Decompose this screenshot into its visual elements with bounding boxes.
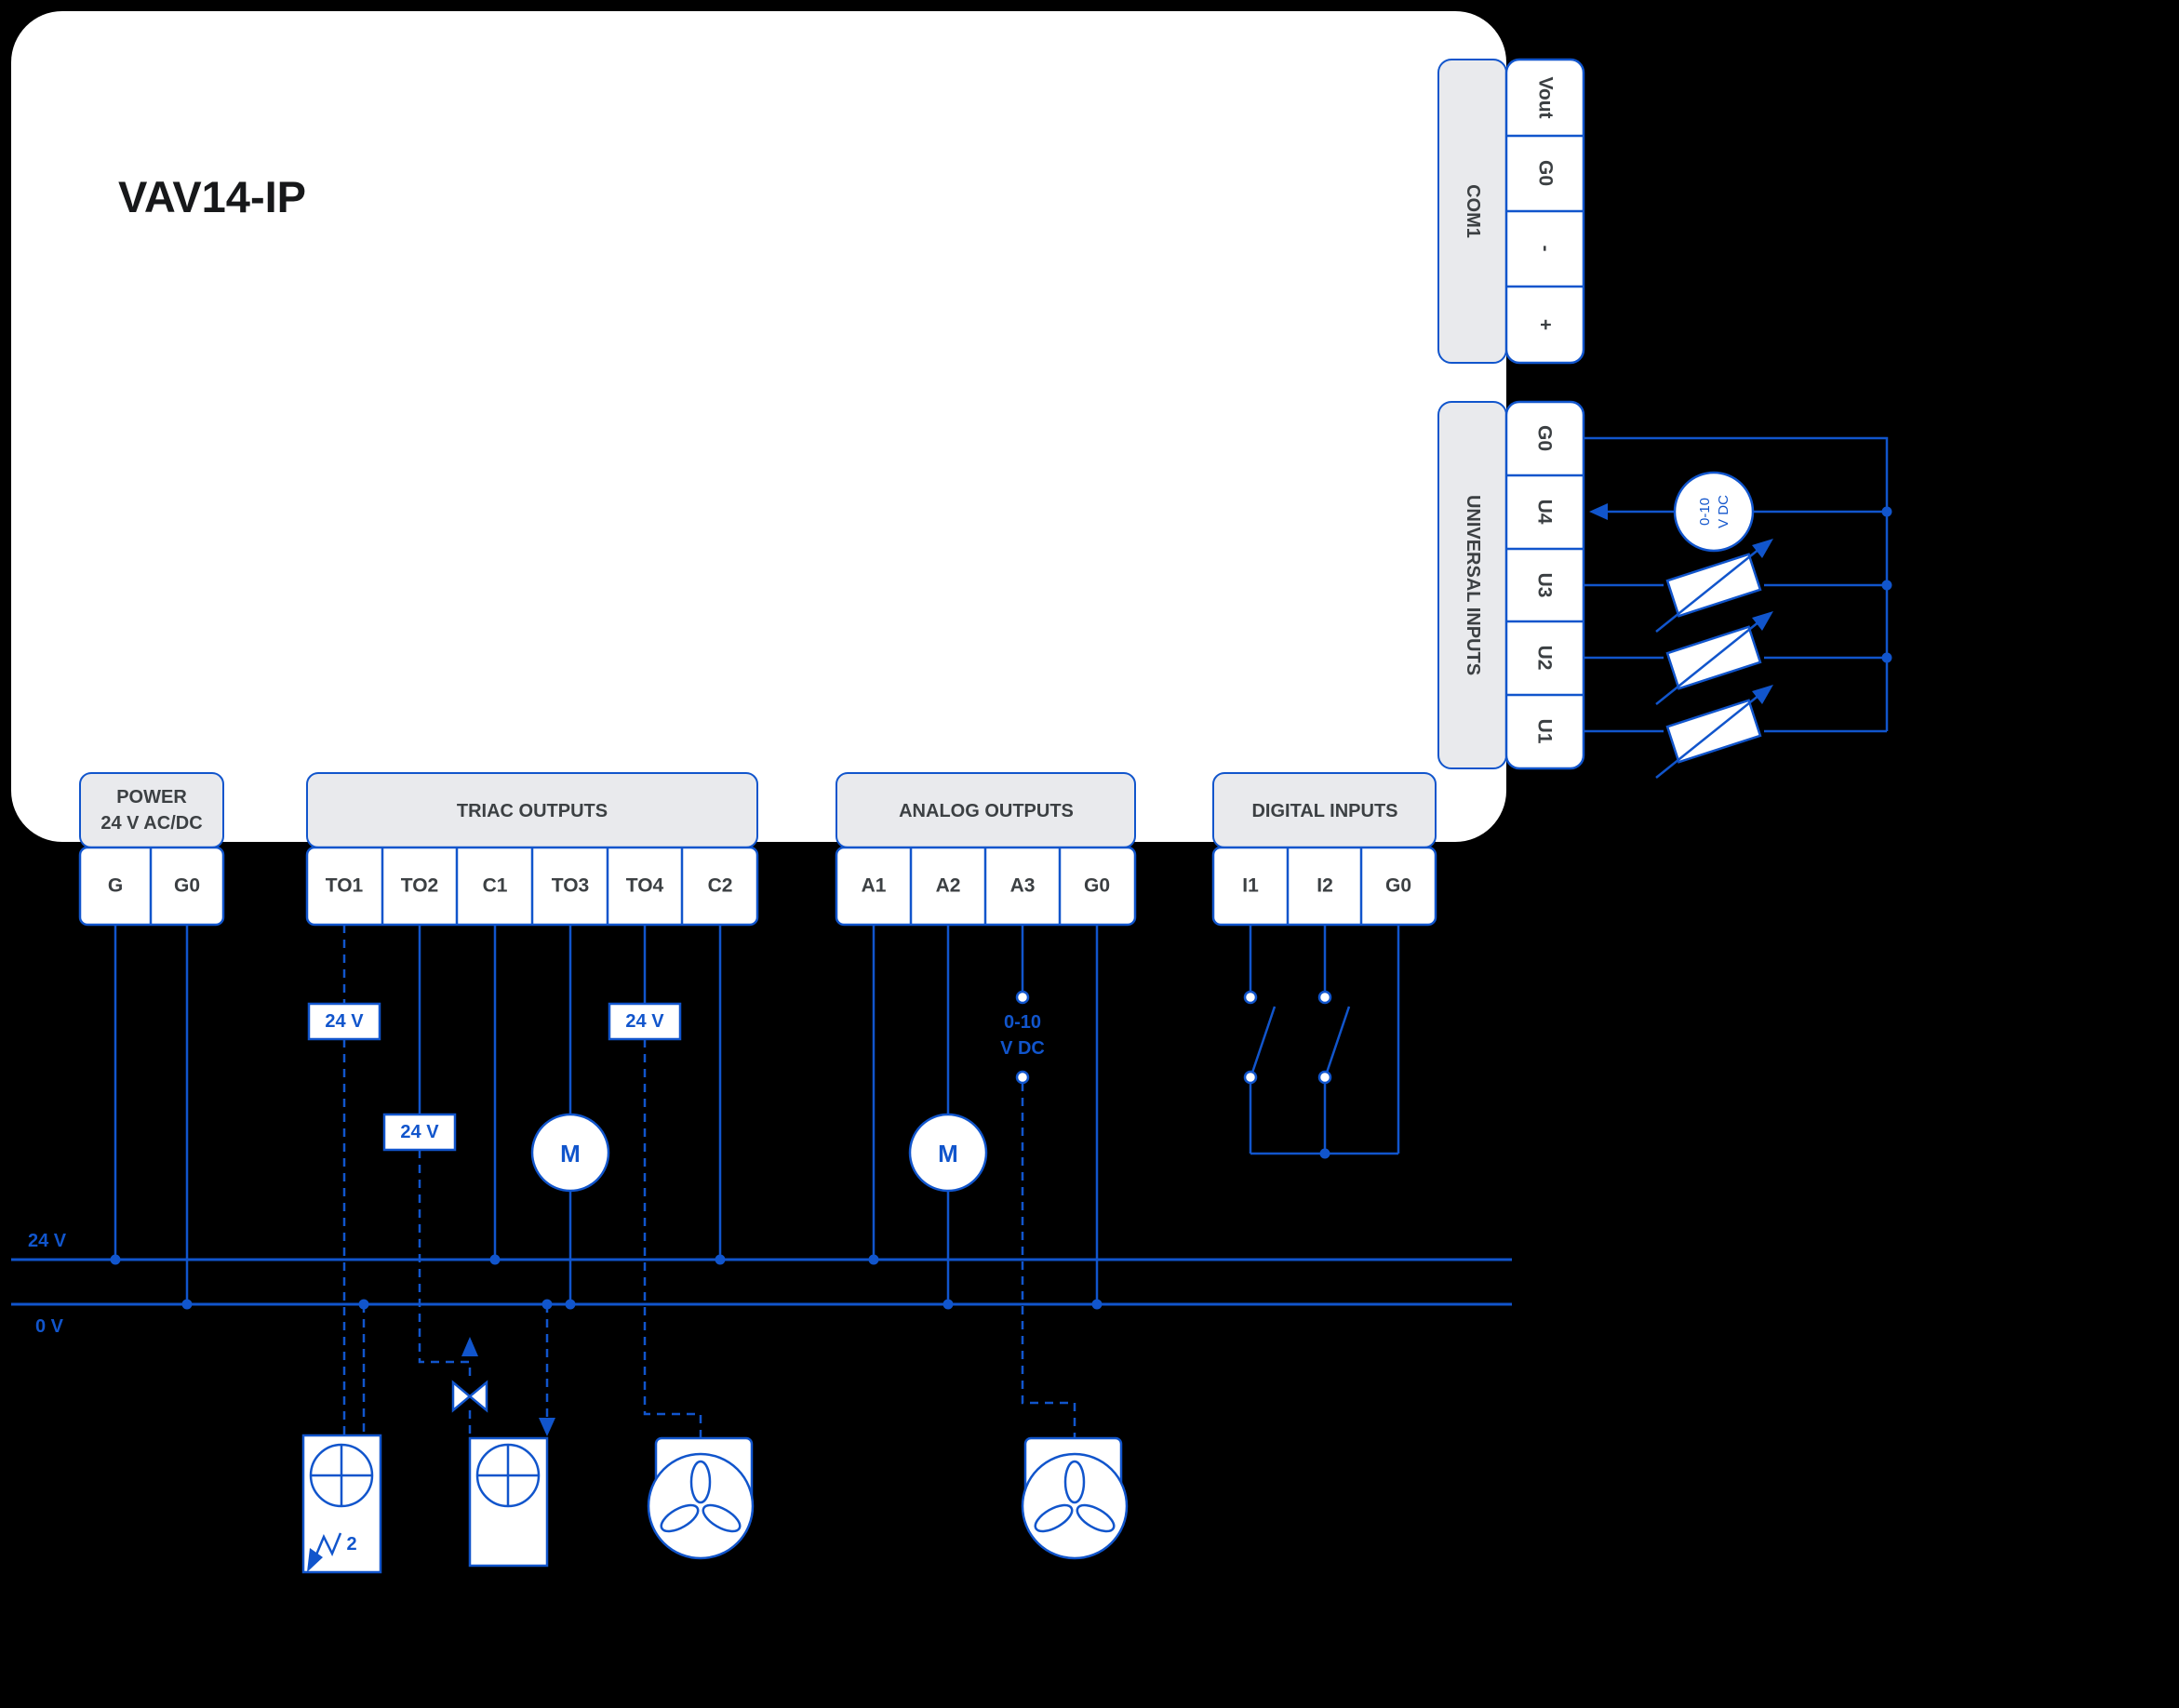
- motor-icon-triac: M: [530, 1113, 610, 1193]
- terminal-com1-g0: G0: [1535, 160, 1557, 186]
- fan-1-icon: [647, 1436, 755, 1560]
- analog-wiring: M 0-10 V DC: [868, 925, 1103, 1438]
- digital-inputs-block: DIGITAL INPUTS I1 I2 G0: [1211, 772, 1437, 927]
- sensor-u3-icon: [1584, 539, 1887, 633]
- voltage-label-1: 24 V: [325, 1011, 364, 1032]
- device-title: VAV14-IP: [118, 172, 306, 221]
- motor-icon-analog: M: [908, 1113, 988, 1193]
- sensor-u2-icon: [1584, 611, 1887, 705]
- terminal-g: G: [108, 875, 123, 897]
- power-label-block: [79, 772, 224, 848]
- fan-2-icon: [1021, 1436, 1129, 1560]
- analog-label: ANALOG OUTPUTS: [899, 801, 1074, 821]
- terminal-com1-plus: +: [1535, 319, 1557, 330]
- triac-outputs-block: TRIAC OUTPUTS TO1 TO2 C1 TO3 TO4 C2: [305, 772, 759, 927]
- signal-node-top: [1015, 990, 1030, 1005]
- transducer-label-line2: V DC: [1716, 495, 1731, 528]
- actuator-1-icon: 2: [301, 1434, 382, 1574]
- terminal-u4: U4: [1534, 500, 1556, 525]
- terminal-a1: A1: [862, 875, 887, 897]
- terminal-u1: U1: [1534, 719, 1556, 744]
- signal-label-line2: V DC: [1000, 1038, 1045, 1059]
- digital-label: DIGITAL INPUTS: [1251, 801, 1397, 821]
- power-label-line2: 24 V AC/DC: [100, 813, 202, 834]
- note-arrow-icon: [307, 1548, 323, 1572]
- analog-outputs-block: ANALOG OUTPUTS A1 A2 A3 G0: [835, 772, 1137, 927]
- power-wiring: [110, 925, 193, 1310]
- voltage-label-3: 24 V: [625, 1011, 664, 1032]
- triac-label: TRIAC OUTPUTS: [457, 801, 608, 821]
- terminal-digital-g0: G0: [1385, 875, 1411, 897]
- universal-label: UNIVERSAL INPUTS: [1463, 495, 1483, 675]
- terminal-to3: TO3: [552, 875, 589, 897]
- power-block: POWER 24 V AC/DC G G0: [78, 772, 225, 927]
- motor-label-analog: M: [938, 1140, 958, 1168]
- switch-i2-icon: [1317, 925, 1351, 1154]
- sensor-u1-icon: [1584, 685, 1887, 779]
- arrow-left-icon: [1589, 503, 1608, 520]
- terminal-a3: A3: [1010, 875, 1036, 897]
- universal-inputs-block: UNIVERSAL INPUTS G0 U4 U3 U2 U1: [1437, 400, 1585, 770]
- universal-inputs-wiring: 0-10 V DC: [1584, 436, 1892, 779]
- bus-0v-label: 0 V: [35, 1316, 64, 1337]
- com1-label: COM1: [1463, 184, 1483, 238]
- motor-label-triac: M: [560, 1140, 581, 1168]
- bus-24v-label: 24 V: [28, 1231, 67, 1251]
- terminal-to4: TO4: [626, 875, 664, 897]
- terminal-power-g0: G0: [174, 875, 200, 897]
- arrow-down-icon: [539, 1418, 555, 1436]
- terminal-u3: U3: [1534, 573, 1556, 598]
- power-buses: 24 V 0 V: [11, 1231, 1512, 1337]
- transducer-label-line1: 0-10: [1697, 498, 1713, 526]
- terminal-u2: U2: [1534, 646, 1556, 671]
- note-squiggle-icon: [313, 1532, 342, 1560]
- actuator-multiplier-note: 2: [346, 1534, 356, 1555]
- triac-wiring: 24 V 24 V M 24 V: [307, 925, 726, 1438]
- terminal-c2: C2: [708, 875, 733, 897]
- controller-body: [11, 11, 1506, 842]
- terminal-i2: I2: [1317, 875, 1333, 897]
- transducer-0-10v-icon: 0-10 V DC: [1673, 471, 1755, 553]
- terminal-to1: TO1: [326, 875, 364, 897]
- terminal-ui-g0: G0: [1534, 425, 1556, 451]
- signal-node-bottom: [1015, 1070, 1030, 1085]
- arrow-up-icon: [461, 1337, 478, 1356]
- switch-i1-icon: [1243, 925, 1277, 1154]
- voltage-label-box-1: [307, 1002, 381, 1041]
- digital-wiring: [1243, 925, 1400, 1159]
- terminal-a2: A2: [936, 875, 961, 897]
- voltage-label-box-2: [382, 1113, 457, 1152]
- signal-label-line1: 0-10: [1004, 1012, 1041, 1033]
- power-label-line1: POWER: [116, 787, 187, 807]
- terminal-com1-minus: -: [1535, 246, 1557, 252]
- terminal-c1: C1: [483, 875, 508, 897]
- terminal-i1: I1: [1242, 875, 1259, 897]
- com1-block: COM1 Vout G0 - +: [1437, 58, 1585, 365]
- valve-icon: [451, 1380, 488, 1413]
- terminal-vout: Vout: [1535, 76, 1557, 118]
- terminal-to2: TO2: [401, 875, 438, 897]
- terminal-analog-g0: G0: [1084, 875, 1110, 897]
- voltage-label-2: 24 V: [400, 1122, 439, 1142]
- valve-actuator-icon: [451, 1380, 549, 1568]
